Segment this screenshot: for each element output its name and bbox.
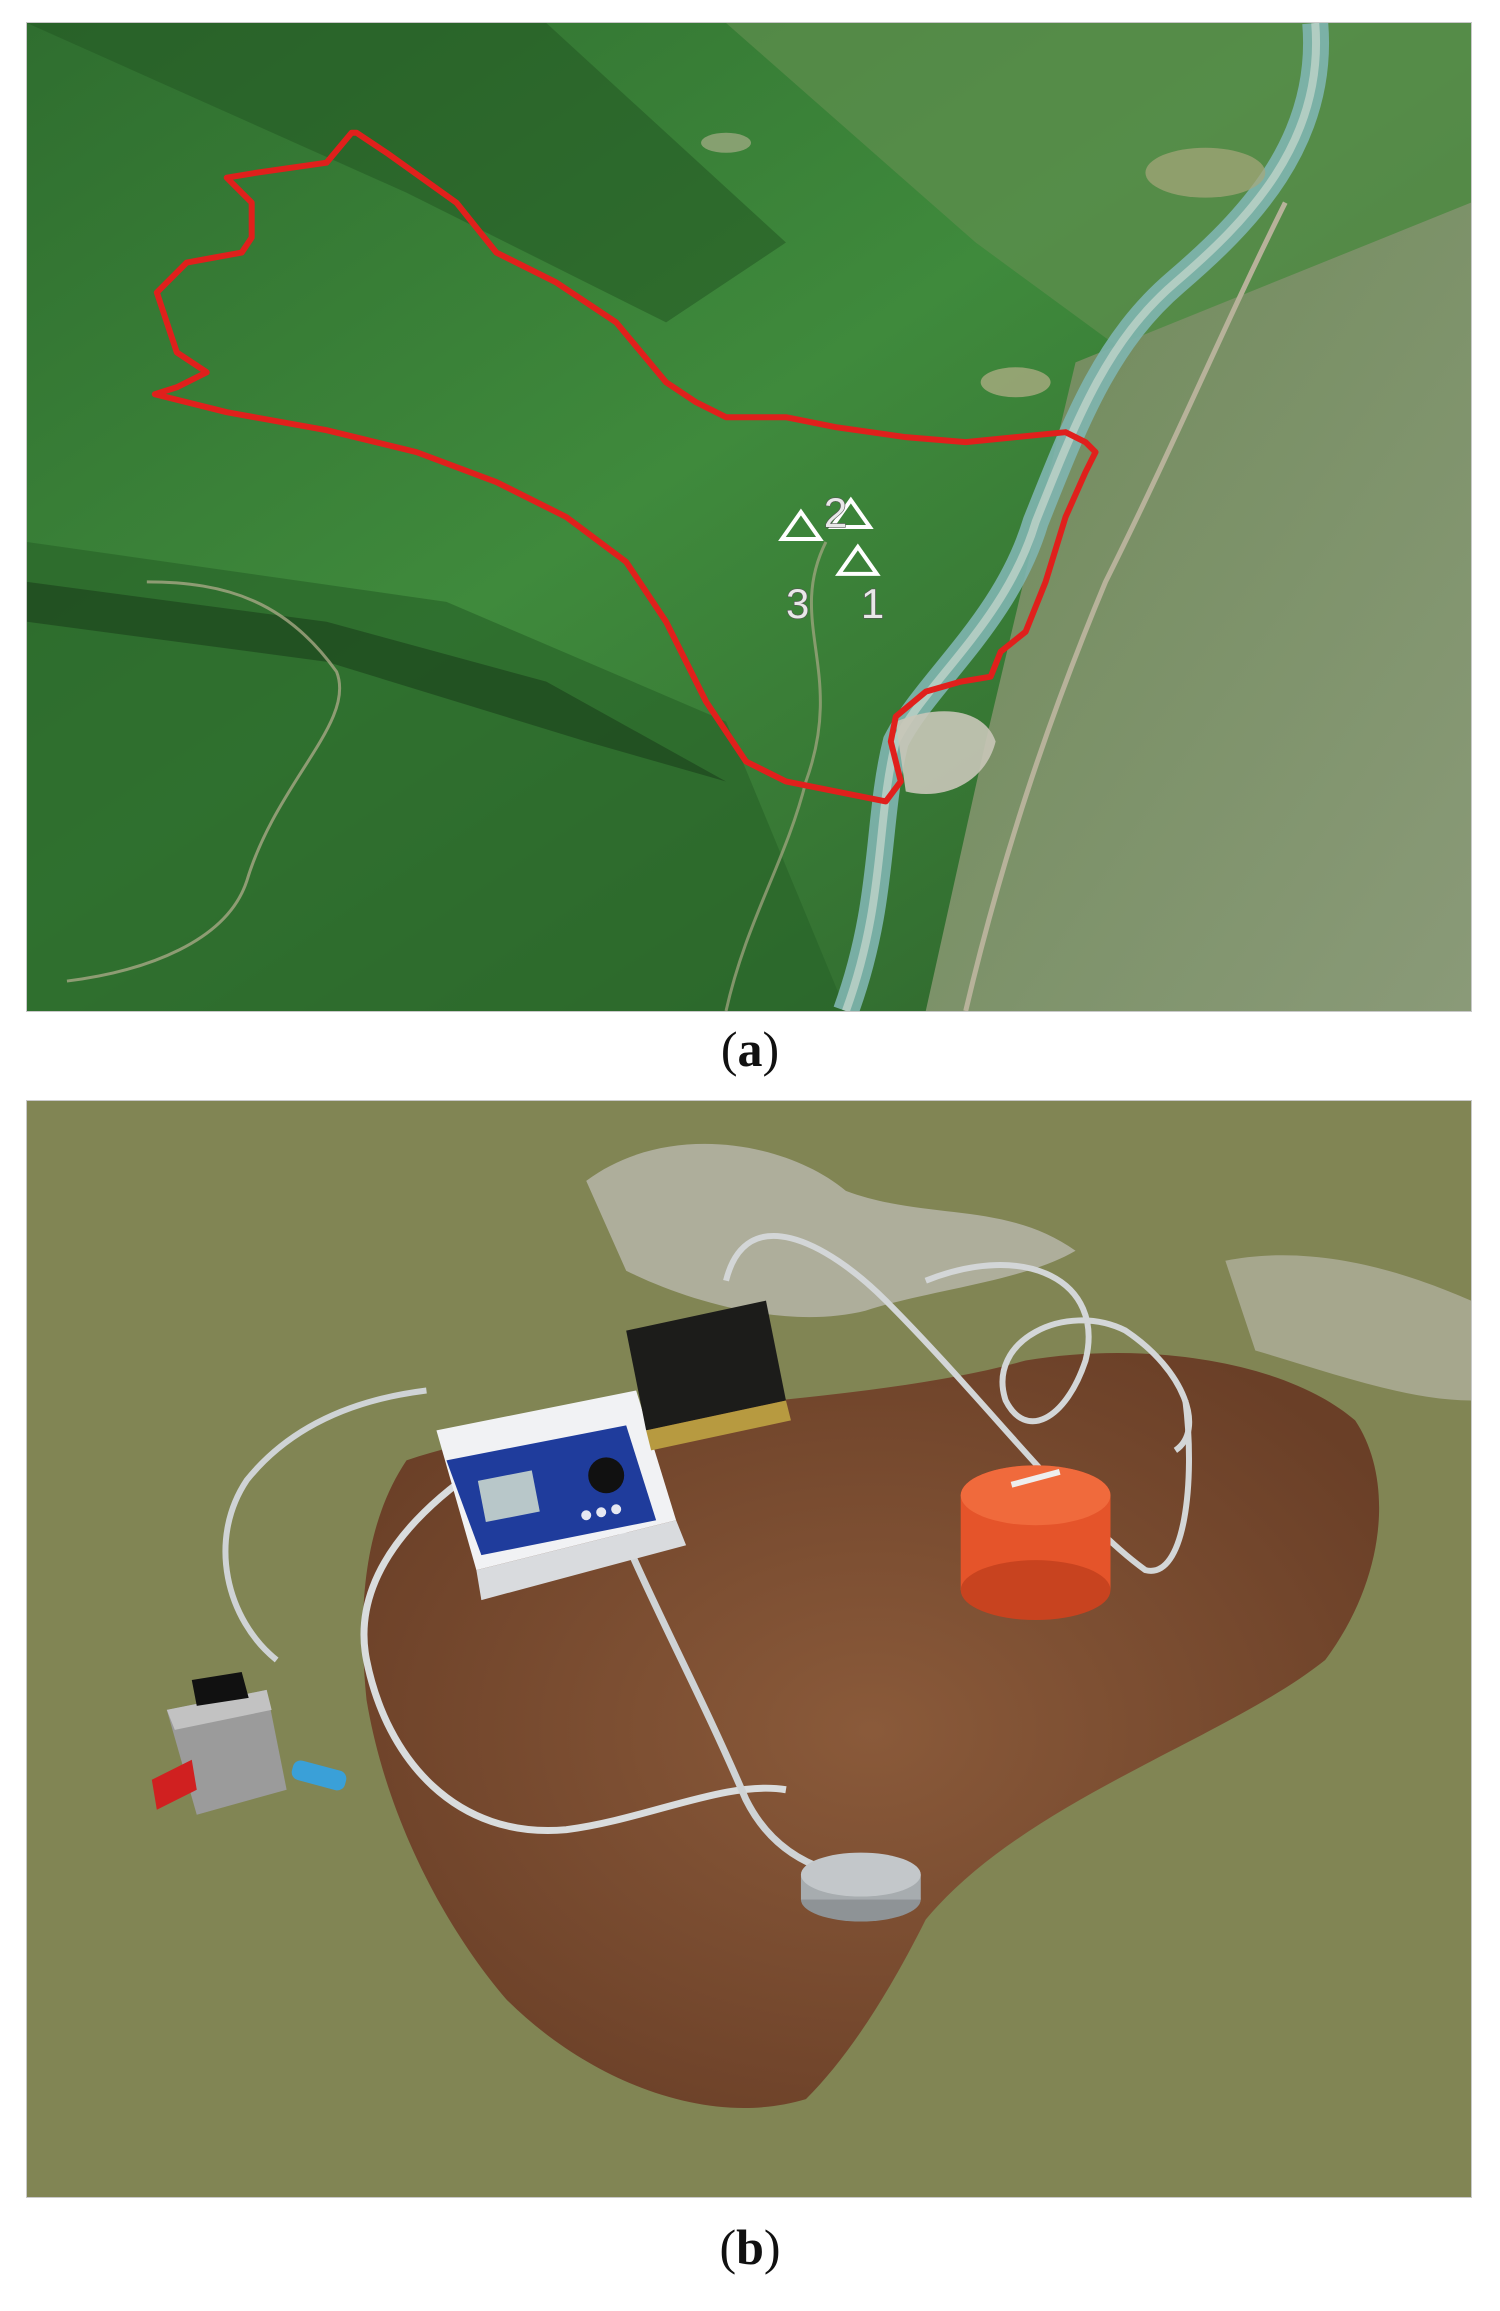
landslide-boundary <box>151 129 1099 805</box>
recording-console <box>436 1390 687 1601</box>
data-logger <box>626 1300 791 1451</box>
station-marker-3 <box>778 508 824 541</box>
station-marker-1 <box>835 543 881 576</box>
battery <box>151 1671 287 1815</box>
caption-b-letter: b <box>736 2219 764 2275</box>
aerial-photo: 2 3 1 <box>27 23 1471 1011</box>
cable-connector <box>291 1760 347 1791</box>
station-label-2: 2 <box>824 489 847 536</box>
aerial-image-panel: 2 3 1 <box>26 22 1472 1012</box>
field-photo <box>27 1101 1471 2197</box>
station-label-1: 1 <box>861 580 884 627</box>
seismometer-sensor <box>960 1465 1111 1621</box>
field-photo-panel <box>26 1100 1472 2198</box>
caption-a-open: ( <box>720 1021 738 1077</box>
caption-b-open: ( <box>719 2219 737 2275</box>
caption-b: (b) <box>0 2218 1500 2276</box>
caption-a-close: ) <box>762 1021 780 1077</box>
caption-b-close: ) <box>763 2219 781 2275</box>
caption-a-letter: a <box>737 1021 763 1077</box>
disk-sensor <box>800 1852 921 1922</box>
station-label-3: 3 <box>786 580 809 627</box>
station-marker-2 <box>828 496 874 529</box>
caption-a: (a) <box>0 1020 1500 1078</box>
